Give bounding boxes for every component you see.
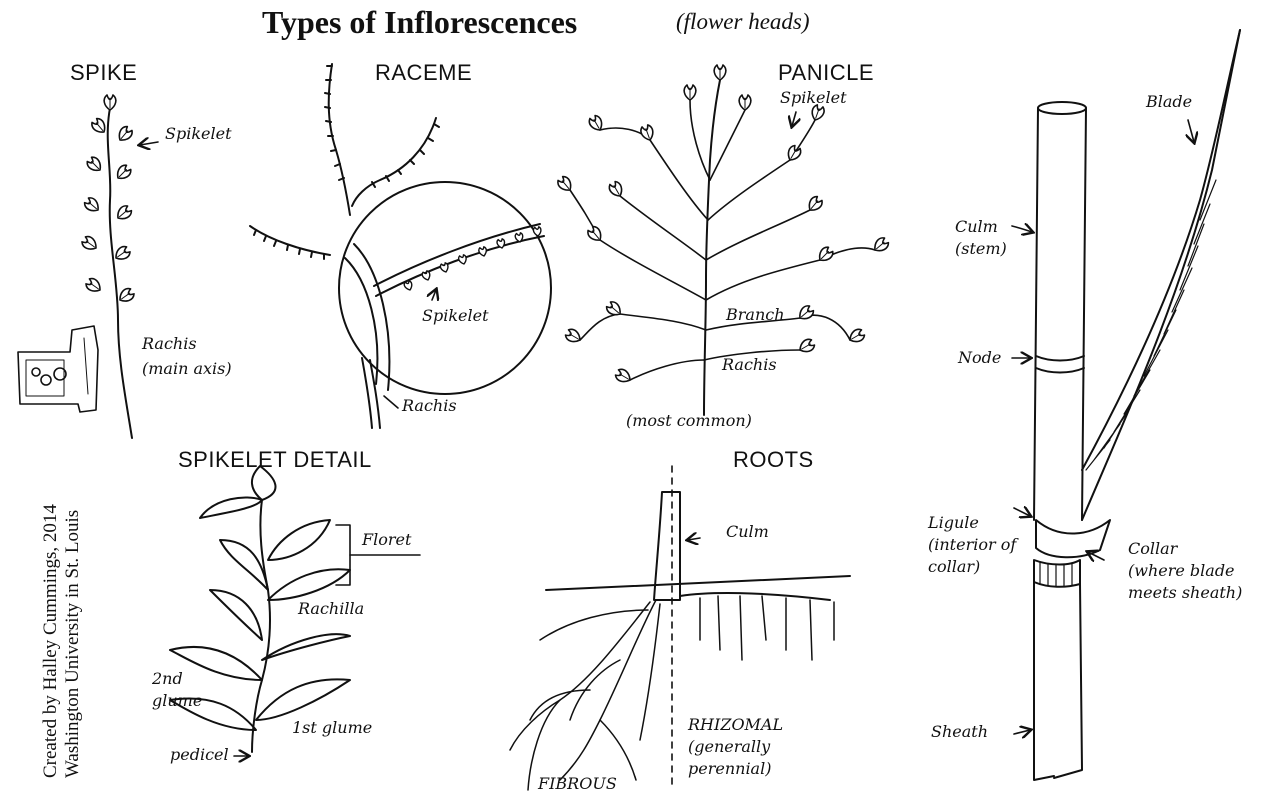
first-glume-label: 1st glume [292, 720, 372, 736]
blade-label: Blade [1146, 94, 1192, 110]
floret-label: Floret [362, 532, 411, 548]
raceme-rachis-label: Rachis [402, 398, 457, 414]
culm-stem-label: Culm (stem) [955, 216, 1007, 260]
spike-spikelet-label: Spikelet [165, 126, 232, 142]
roots-culm-label: Culm [726, 524, 769, 540]
diagram-title: Types of Inflorescences [262, 6, 577, 38]
raceme-drawing [250, 64, 551, 428]
spike-rachis-note: (main axis) [142, 361, 232, 377]
spike-drawing [80, 95, 158, 438]
rachilla-label: Rachilla [298, 601, 364, 617]
sheath-label: Sheath [931, 724, 988, 740]
fibrous-label: FIBROUS [538, 776, 617, 792]
credit-text: Created by Halley Cummings, 2014 Washing… [40, 504, 84, 778]
section-heading-spikelet-detail: SPIKELET DETAIL [178, 449, 372, 471]
collar-label: Collar (where blade meets sheath) [1128, 538, 1242, 604]
raceme-spikelet-label: Spikelet [422, 308, 489, 324]
section-heading-spike: SPIKE [70, 62, 137, 84]
second-glume-label: 2nd glume [152, 668, 202, 712]
ligule-label: Ligule (interior of collar) [928, 512, 1016, 578]
node-label: Node [958, 350, 1001, 366]
pedicel-label: pedicel [170, 747, 229, 763]
spike-rachis-label: Rachis [142, 336, 197, 352]
panicle-rachis-label: Rachis [722, 357, 777, 373]
panicle-note: (most common) [626, 413, 752, 429]
grass-stem-drawing [1012, 30, 1240, 780]
missouri-state-logo-icon [18, 326, 98, 412]
section-heading-roots: ROOTS [733, 449, 814, 471]
section-heading-raceme: RACEME [375, 62, 472, 84]
panicle-spikelet-label: Spikelet [780, 90, 847, 106]
diagram-subtitle: (flower heads) [676, 10, 810, 33]
roots-drawing [510, 466, 850, 790]
spikelet-detail-drawing [170, 466, 420, 756]
rhizomal-label: RHIZOMAL (generally perennial) [688, 714, 783, 780]
section-heading-panicle: PANICLE [778, 62, 874, 84]
panicle-branch-label: Branch [726, 307, 785, 323]
